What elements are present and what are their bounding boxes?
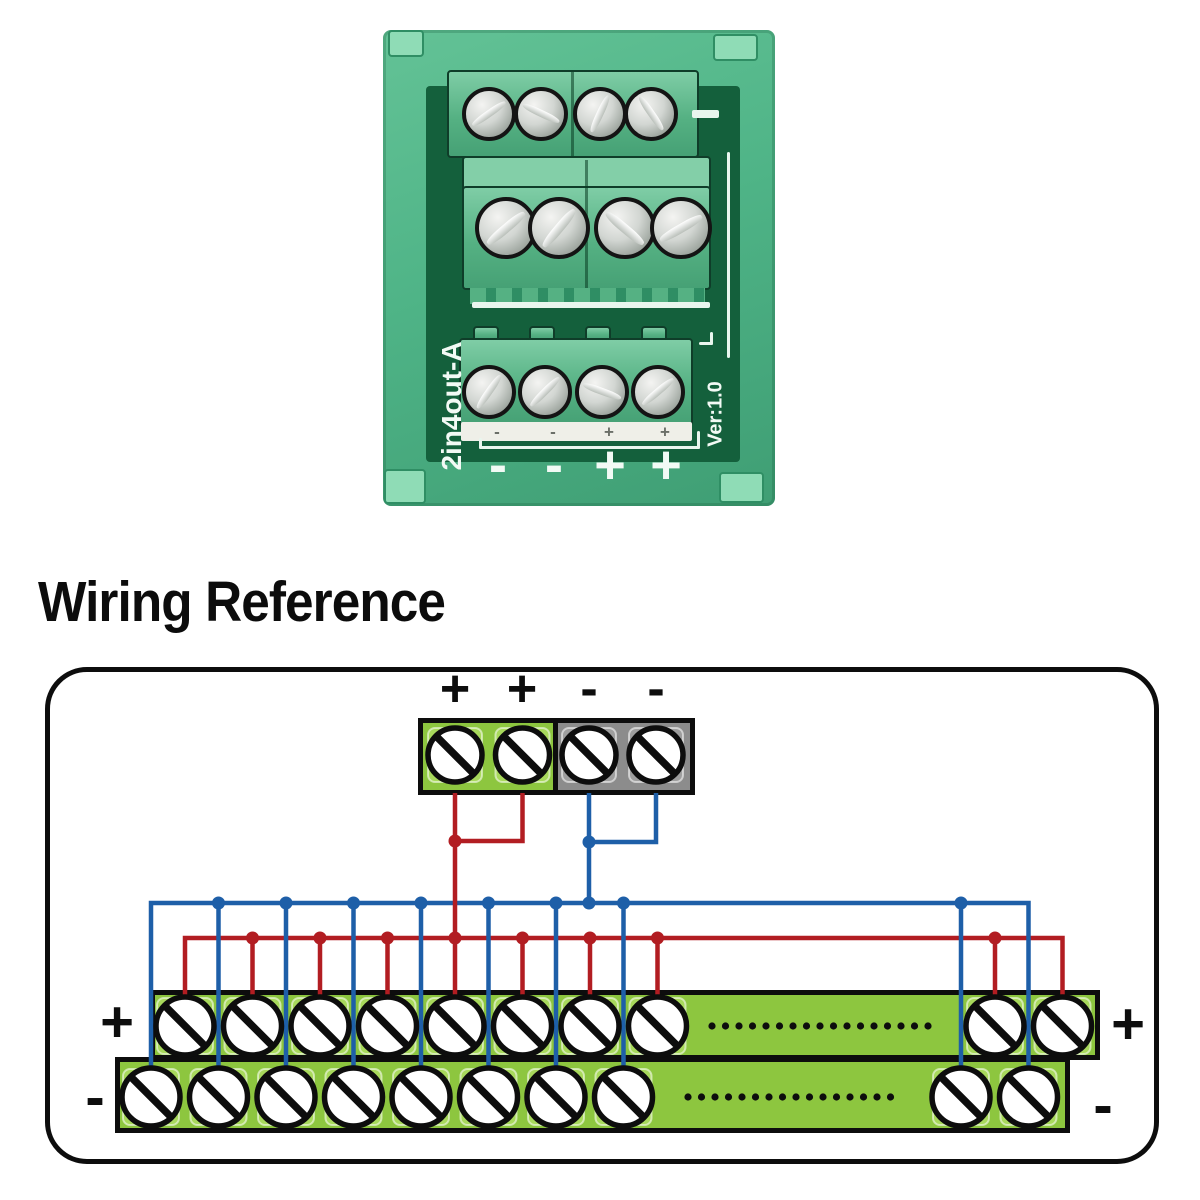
input-positive-cells (423, 723, 557, 790)
polarity-label: - (489, 434, 507, 495)
strip-mark: - (494, 422, 500, 442)
pcb-dash-mark (692, 110, 719, 118)
page-title: Wiring Reference (38, 570, 446, 635)
rail-polarity-label: - (85, 1064, 105, 1130)
block-divider (571, 72, 574, 156)
input-polarity-label: + (506, 659, 538, 718)
input-block-divider (553, 718, 558, 795)
din-clip (713, 34, 758, 61)
screw-terminal (462, 87, 516, 141)
screw-terminal (594, 197, 656, 259)
screw-slot (588, 94, 612, 134)
strip-mark: + (604, 422, 614, 442)
screw-slot (636, 95, 666, 133)
screw-terminal (624, 87, 678, 141)
screw-terminal (462, 365, 516, 419)
din-clip (384, 469, 426, 504)
silkscreen-bracket (479, 446, 700, 449)
input-negative-cells (556, 723, 690, 790)
screw-slot (581, 381, 623, 403)
negative-rail (115, 1057, 1070, 1133)
screw-terminal (575, 365, 629, 419)
screw-terminal (573, 87, 627, 141)
rail-polarity-label: + (1111, 991, 1145, 1057)
screw-slot (521, 102, 561, 126)
rail-polarity-label: + (100, 989, 134, 1055)
screw-slot (528, 375, 562, 409)
pcb-step-mark (699, 342, 713, 345)
screw-slot (640, 376, 676, 408)
input-polarity-label: - (647, 659, 665, 718)
polarity-label: - (545, 434, 563, 495)
din-clip (388, 30, 424, 57)
strip-mark: + (660, 422, 670, 442)
positive-rail (150, 990, 1100, 1060)
pcb-edge-trace (727, 152, 730, 358)
screw-slot (658, 212, 704, 244)
screw-slot (604, 209, 646, 247)
screw-slot (485, 209, 527, 247)
screw-terminal (514, 87, 568, 141)
screw-slot (540, 207, 578, 249)
terminal-label-strip (461, 422, 692, 441)
screw-slot (474, 373, 504, 411)
block-feet (470, 288, 705, 304)
module-version-label: Ver:1.0 (704, 381, 727, 447)
rail-polarity-label: - (1093, 1072, 1113, 1138)
module-name-label: 2in4out-A (436, 341, 467, 471)
screw-terminal (631, 365, 685, 419)
screw-terminal (528, 197, 590, 259)
silkscreen-bracket (697, 431, 700, 449)
screw-terminal (518, 365, 572, 419)
pcb-step-mark (710, 332, 713, 345)
strip-mark: - (550, 422, 556, 442)
mount-rail-edge (472, 302, 710, 308)
polarity-label: + (650, 434, 682, 495)
input-polarity-label: + (439, 659, 471, 718)
silkscreen-bracket (479, 438, 482, 449)
screw-terminal (650, 197, 712, 259)
input-polarity-label: - (580, 659, 598, 718)
screw-slot (470, 99, 508, 129)
polarity-label: + (594, 434, 626, 495)
din-clip (719, 472, 764, 503)
